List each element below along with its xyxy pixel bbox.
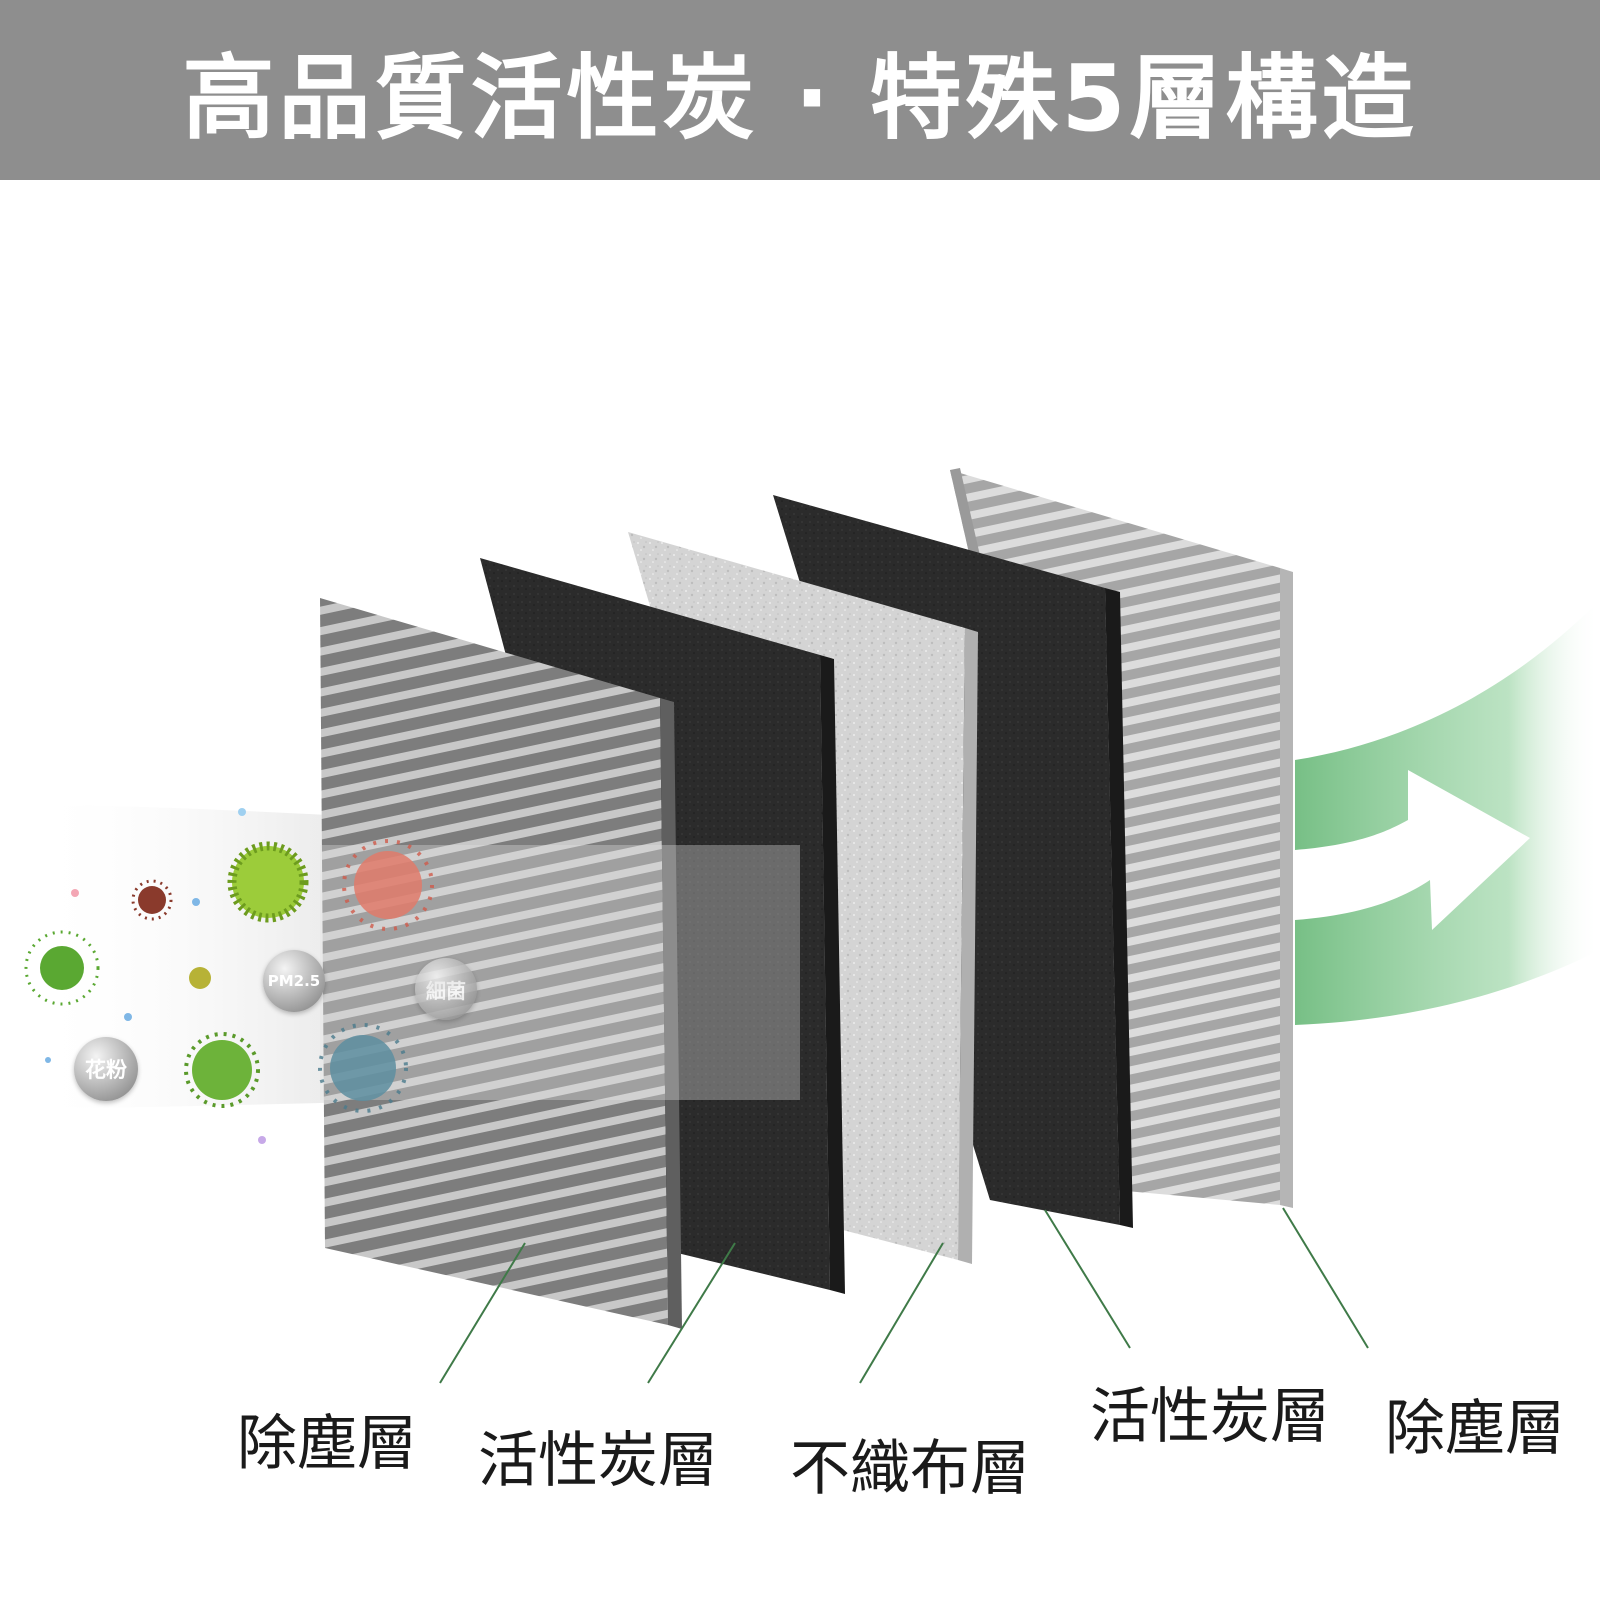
bacteria-label: 細菌 [426,978,466,1003]
dust-particle-icon [189,967,211,989]
virus-blue-icon [318,1023,408,1113]
virus-red-icon [342,839,434,931]
germ-yellow-green-icon [227,841,309,923]
filter-layer-1 [320,598,682,1329]
germ-spiky-green-icon [24,930,100,1006]
header-banner: 高品質活性炭 · 特殊5層構造 [0,0,1600,180]
layer-label-1: 除塵層 [237,1409,417,1479]
leader-line-3 [859,1242,944,1384]
leader-lines [439,1207,1369,1384]
page-title: 高品質活性炭 · 特殊5層構造 [182,44,1418,152]
leader-line-4 [1044,1209,1131,1349]
pm25-label: PM2.5 [267,972,321,990]
germ-green-icon [184,1032,260,1108]
layer-label-5: 除塵層 [1385,1394,1565,1464]
pollen-bubble: 花粉 [74,1037,138,1101]
leader-line-1 [439,1242,526,1384]
pm25-bubble: PM2.5 [263,950,325,1012]
clean-air-arrow [1295,770,1530,930]
layer-label-3: 不織布層 [790,1434,1030,1504]
leader-line-2 [647,1242,736,1384]
bacteria-bubble: 細菌 [415,958,477,1020]
germ-brown-icon [131,879,173,921]
layer-label-4: 活性炭層 [1090,1382,1330,1452]
layer-label-2: 活性炭層 [478,1426,718,1496]
leader-line-5 [1282,1207,1369,1349]
pollen-label: 花粉 [85,1058,127,1082]
